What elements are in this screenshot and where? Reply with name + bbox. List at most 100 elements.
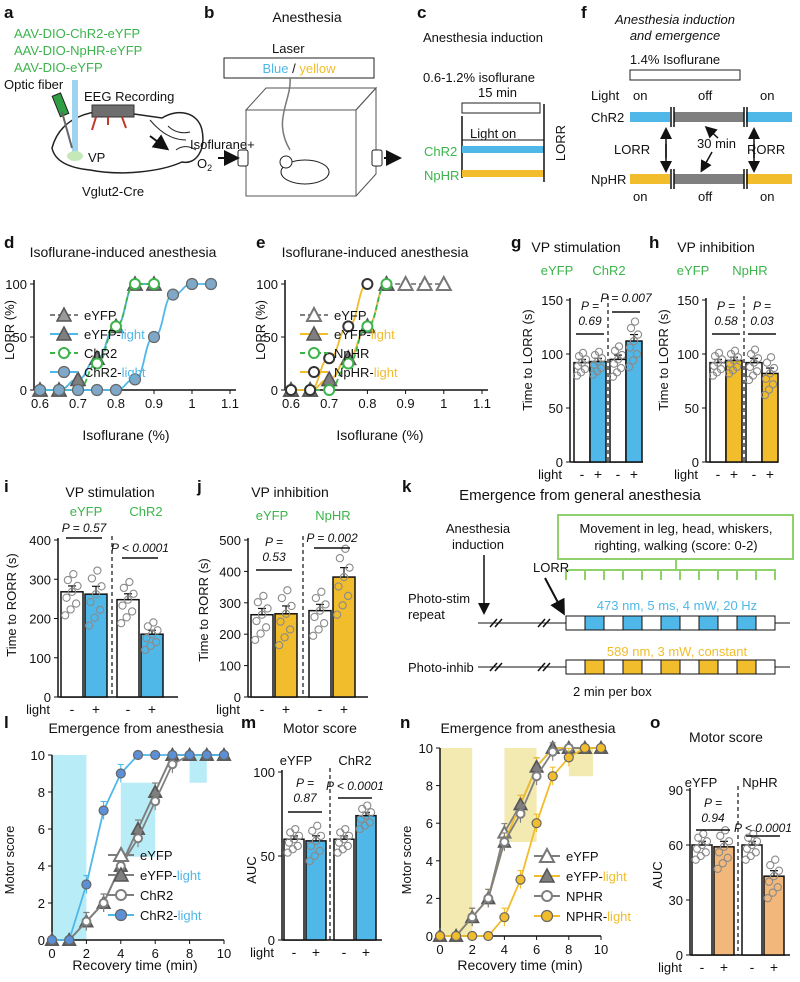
- rorr-label: RORR: [747, 142, 785, 157]
- replicate-dot: [125, 577, 134, 587]
- inhib-box: [755, 659, 776, 675]
- panel-h-ylabel: Time to LORR (s): [656, 309, 671, 410]
- replicate-dot: [616, 363, 626, 373]
- light-sign: -: [750, 959, 755, 975]
- data-point: [531, 818, 542, 829]
- nphr-light-bar: [462, 170, 544, 177]
- light-sign: +: [766, 466, 774, 482]
- light-sign: +: [594, 466, 602, 482]
- optic-fiber-label: Optic fiber: [4, 77, 64, 92]
- legend-text: eYFP-: [334, 327, 371, 342]
- data-point: [308, 366, 320, 378]
- panel-l: Emergence from anesthesia Motor score Re…: [2, 720, 232, 973]
- replicate-dot: [294, 831, 304, 840]
- gas-inlet-icon: [237, 149, 249, 167]
- panel-j-group-1: eYFP: [256, 508, 289, 523]
- replicate-dot: [261, 623, 271, 632]
- light-on-label: Light on: [470, 126, 516, 141]
- panel-i-group-1: eYFP: [70, 504, 103, 519]
- light-sign: -: [342, 944, 347, 960]
- legend-label: ChR2: [84, 346, 117, 361]
- y-tick-label: 100: [219, 659, 241, 674]
- panel-e: Isoflurane-induced anesthesia LORR (%) I…: [253, 244, 491, 443]
- data-point: [69, 370, 87, 387]
- laser-blue-word: Blue: [263, 61, 289, 76]
- photo-stim-label-1: Photo-stim: [408, 591, 470, 606]
- data-point: [538, 867, 556, 883]
- replicate-dot: [253, 598, 263, 607]
- y-tick-label: 4: [426, 854, 433, 869]
- data-point: [109, 383, 123, 397]
- replicate-dot: [610, 346, 620, 355]
- replicate-dot: [305, 856, 314, 866]
- virus-nphr-label: AAV-DIO-NpHR-eYFP: [14, 43, 142, 58]
- data-point: [167, 749, 178, 761]
- legend-text: NpHR-: [334, 365, 374, 380]
- legend-light-word: light: [122, 365, 146, 380]
- data-point: [55, 325, 73, 341]
- p-value-label: P = 0.57: [62, 521, 108, 535]
- light-sign: -: [126, 701, 131, 717]
- panel-d-xlabel: Isoflurane (%): [82, 427, 169, 443]
- data-point: [114, 908, 128, 922]
- replicate-dot: [336, 828, 345, 837]
- data-point: [167, 759, 178, 770]
- y-tick-label: 6: [38, 822, 45, 837]
- data-point: [112, 845, 130, 862]
- light-sign: -: [616, 466, 621, 482]
- panel-i-ylabel: Time to RORR (s): [4, 553, 19, 657]
- panel-i-title: VP stimulation: [65, 484, 154, 500]
- replicate-dot: [345, 563, 354, 572]
- replicate-dot: [769, 872, 779, 881]
- y-tick-label: 0: [426, 929, 433, 944]
- data-point: [52, 383, 66, 397]
- legend-text: eYFP: [84, 308, 117, 323]
- light-sign: -: [700, 959, 705, 975]
- replicate-dot: [308, 631, 318, 640]
- replicate-dot: [277, 593, 287, 603]
- data-point: [547, 746, 558, 757]
- induction-label-1: Anesthesia: [446, 521, 511, 536]
- data-point: [81, 879, 92, 890]
- bar: [60, 591, 84, 698]
- replicate-dot: [624, 362, 634, 372]
- data-point: [98, 805, 109, 816]
- replicate-dot: [276, 617, 285, 626]
- replicate-dot: [718, 859, 727, 868]
- laser-slash: /: [289, 61, 300, 76]
- vp-region-icon: [67, 151, 83, 161]
- replicate-dot: [749, 829, 758, 839]
- axis-break-icon: [537, 618, 551, 628]
- inhib-box: [641, 659, 662, 675]
- replicate-dot: [716, 831, 725, 840]
- light-sign: +: [312, 944, 320, 960]
- replicate-dot: [285, 625, 295, 634]
- panel-letter-o: o: [650, 713, 660, 732]
- replicate-dot: [764, 877, 774, 886]
- inhib-box: [660, 659, 681, 675]
- replicate-dot: [341, 544, 350, 553]
- replicate-dot: [724, 837, 734, 846]
- replicate-dot: [147, 630, 157, 639]
- replicate-dot: [310, 612, 319, 622]
- light-row-label: light: [674, 467, 698, 482]
- panel-letter-g: g: [511, 233, 521, 252]
- data-point: [323, 384, 336, 396]
- panel-h-group-1: eYFP: [677, 263, 710, 278]
- panel-d: Isoflurane-induced anesthesia LORR (%) I…: [2, 244, 239, 443]
- per-box-label: 2 min per box: [573, 684, 652, 699]
- inhib-box: [717, 659, 738, 675]
- replicate-dot: [344, 831, 354, 840]
- x-tick-label: 6: [533, 942, 540, 957]
- replicate-dot: [596, 363, 606, 373]
- inhib-box: [698, 659, 719, 675]
- panel-f-title-1: Anesthesia induction: [614, 12, 735, 27]
- panel-l-title: Emergence from anesthesia: [48, 720, 223, 736]
- panel-n-xlabel: Recovery time (min): [457, 957, 582, 973]
- y-tick-label: 500: [219, 533, 241, 548]
- legend-text: ChR2-: [140, 908, 178, 923]
- light-sign: +: [362, 944, 370, 960]
- movement-label-1: Movement in leg, head, whiskers,: [580, 521, 773, 536]
- y-tick-label: 50: [261, 849, 275, 864]
- data-point: [515, 874, 526, 885]
